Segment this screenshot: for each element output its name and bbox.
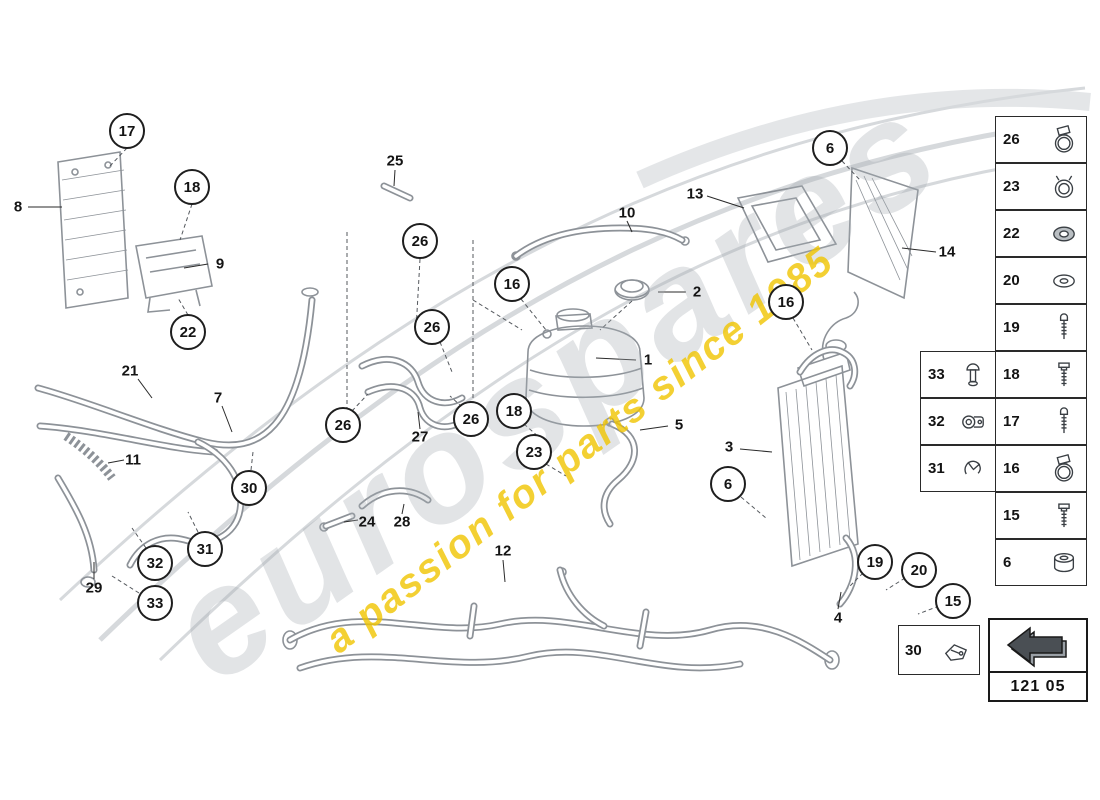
callout-18[interactable]: 18 [174,169,210,205]
legend-number: 15 [1003,507,1020,524]
callout-28[interactable]: 28 [393,513,411,531]
part-number-box: 121 05 [988,618,1088,702]
callout-33[interactable]: 33 [137,585,173,621]
callout-7[interactable]: 7 [213,389,223,407]
callout-14[interactable]: 14 [938,243,956,261]
callout-27[interactable]: 27 [411,428,429,446]
callout-18[interactable]: 18 [496,393,532,429]
p-clip-icon [956,405,990,439]
callout-24[interactable]: 24 [358,513,376,531]
legend-number: 18 [1003,366,1020,383]
callout-22[interactable]: 22 [170,314,206,350]
expansion-tank-art [525,308,645,427]
legend-number: 16 [1003,460,1020,477]
callout-2[interactable]: 2 [692,283,702,301]
bracket-icon [939,633,973,667]
back-arrow-icon [1006,625,1067,668]
hose-clamp-icon [1047,123,1081,157]
legend-number: 6 [1003,554,1012,571]
clamp-ring-icon [1047,170,1081,204]
callout-8[interactable]: 8 [13,198,23,216]
legend-cell-22[interactable]: 22 [995,210,1087,257]
legend-number: 17 [1003,413,1020,430]
callout-13[interactable]: 13 [686,185,704,203]
stud-icon [956,358,990,392]
legend-number: 20 [1003,272,1020,289]
screw-icon [1047,311,1081,345]
legend-cell-16[interactable]: 16 [995,445,1087,492]
callout-26[interactable]: 26 [402,223,438,259]
callout-23[interactable]: 23 [516,434,552,470]
legend-number: 23 [1003,178,1020,195]
legend-cell-30[interactable]: 30 [898,625,980,675]
callout-19[interactable]: 19 [857,544,893,580]
callout-6[interactable]: 6 [812,130,848,166]
bolt-icon [1047,499,1081,533]
callout-26[interactable]: 26 [325,407,361,443]
callout-6[interactable]: 6 [710,466,746,502]
part-number-text: 121 05 [1010,677,1066,695]
callout-26[interactable]: 26 [414,309,450,345]
callout-5[interactable]: 5 [674,416,684,434]
callout-3[interactable]: 3 [724,438,734,456]
grommet-icon [1047,546,1081,580]
screw-icon [1047,405,1081,439]
legend-number: 19 [1003,319,1020,336]
legend-number: 31 [928,460,945,477]
legend-cell-23[interactable]: 23 [995,163,1087,210]
callout-29[interactable]: 29 [85,579,103,597]
callout-17[interactable]: 17 [109,113,145,149]
washer-icon [1047,264,1081,298]
legend-cell-26[interactable]: 26 [995,116,1087,163]
legend-cell-18[interactable]: 18 [995,351,1087,398]
legend-number: 22 [1003,225,1020,242]
callout-30[interactable]: 30 [231,470,267,506]
clip-icon [956,452,990,486]
leader-lines [28,169,937,610]
callout-26[interactable]: 26 [453,401,489,437]
legend-number: 26 [1003,131,1020,148]
legend-cell-20[interactable]: 20 [995,257,1087,304]
callout-9[interactable]: 9 [215,255,225,273]
callout-15[interactable]: 15 [935,583,971,619]
legend-cell-6[interactable]: 6 [995,539,1087,586]
bracket-art [135,235,213,313]
legend-number: 32 [928,413,945,430]
callout-20[interactable]: 20 [901,552,937,588]
hoses-and-pipes-art [34,182,859,672]
callout-21[interactable]: 21 [121,362,139,380]
callout-1[interactable]: 1 [643,351,653,369]
air-duct-art [736,185,838,263]
legend-cell-31[interactable]: 31 [920,445,996,492]
legend-cell-19[interactable]: 19 [995,304,1087,351]
legend-cell-17[interactable]: 17 [995,398,1087,445]
legend-cell-33[interactable]: 33 [920,351,996,398]
callout-31[interactable]: 31 [187,531,223,567]
callout-32[interactable]: 32 [137,545,173,581]
callout-16[interactable]: 16 [494,266,530,302]
legend-cell-32[interactable]: 32 [920,398,996,445]
callout-10[interactable]: 10 [618,204,636,222]
callout-25[interactable]: 25 [386,152,404,170]
heat-shield-art [57,151,129,309]
hose-clamp-icon [1047,452,1081,486]
legend-cell-15[interactable]: 15 [995,492,1087,539]
radiator-art [777,291,859,568]
legend-number: 33 [928,366,945,383]
side-panel-art [847,166,919,300]
back-arrow-button[interactable] [990,620,1086,673]
filler-cap-art [614,279,650,301]
seal-icon [1047,217,1081,251]
callout-16[interactable]: 16 [768,284,804,320]
striped-hose-art [63,432,116,481]
callout-4[interactable]: 4 [833,609,843,627]
callout-11[interactable]: 11 [125,451,141,469]
legend-number: 30 [905,641,922,659]
bolt-icon [1047,358,1081,392]
callout-12[interactable]: 12 [494,542,512,560]
